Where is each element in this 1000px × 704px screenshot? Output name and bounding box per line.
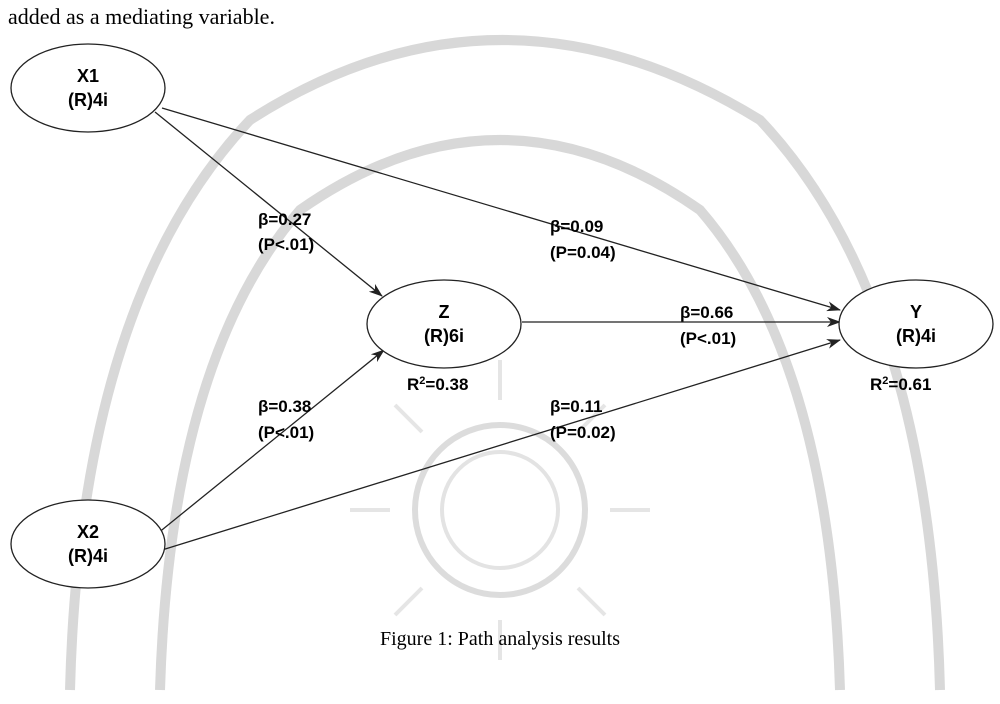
- node-x2-name: X2: [77, 522, 99, 542]
- z-y-beta: β=0.66: [680, 303, 733, 322]
- path-label-x1-y: β=0.09 (P=0.04): [550, 217, 616, 262]
- edge-x2-z: [151, 349, 385, 539]
- node-z-name: Z: [439, 302, 450, 322]
- x2-z-beta: β=0.38: [258, 397, 311, 416]
- r2-y: R2=0.61: [870, 375, 931, 394]
- path-label-z-y: β=0.66 (P<.01): [680, 303, 736, 348]
- node-z: Z (R)6i: [366, 279, 522, 369]
- x1-y-beta: β=0.09: [550, 217, 603, 236]
- edge-x1-z: [154, 111, 383, 297]
- x2-y-p: (P=0.02): [550, 423, 616, 442]
- x1-z-p: (P<.01): [258, 235, 314, 254]
- node-x2-items: (R)4i: [68, 546, 108, 566]
- x2-z-p: (P<.01): [258, 423, 314, 442]
- z-y-p: (P<.01): [680, 329, 736, 348]
- path-edges: [151, 107, 841, 551]
- x2-y-beta: β=0.11: [550, 397, 602, 416]
- node-x1-items: (R)4i: [68, 90, 108, 110]
- node-z-items: (R)6i: [424, 326, 464, 346]
- node-x2: X2 (R)4i: [10, 499, 166, 589]
- node-y: Y (R)4i: [838, 279, 994, 369]
- path-label-x1-z: β=0.27 (P<.01): [258, 210, 314, 254]
- figure-caption: Figure 1: Path analysis results: [380, 628, 620, 650]
- node-x1: X1 (R)4i: [10, 43, 166, 133]
- node-x1-name: X1: [77, 66, 99, 86]
- edge-x2-y: [161, 339, 841, 551]
- watermark-seal: [65, 35, 945, 691]
- node-y-name: Y: [910, 302, 922, 322]
- path-label-x2-y: β=0.11 (P=0.02): [550, 397, 616, 442]
- intro-text: added as a mediating variable.: [8, 4, 275, 29]
- path-label-x2-z: β=0.38 (P<.01): [258, 397, 314, 442]
- edge-x1-y: [161, 107, 841, 312]
- node-y-items: (R)4i: [896, 326, 936, 346]
- x1-y-p: (P=0.04): [550, 243, 616, 262]
- x1-z-beta: β=0.27: [258, 210, 311, 229]
- r2-z: R2=0.38: [407, 375, 468, 394]
